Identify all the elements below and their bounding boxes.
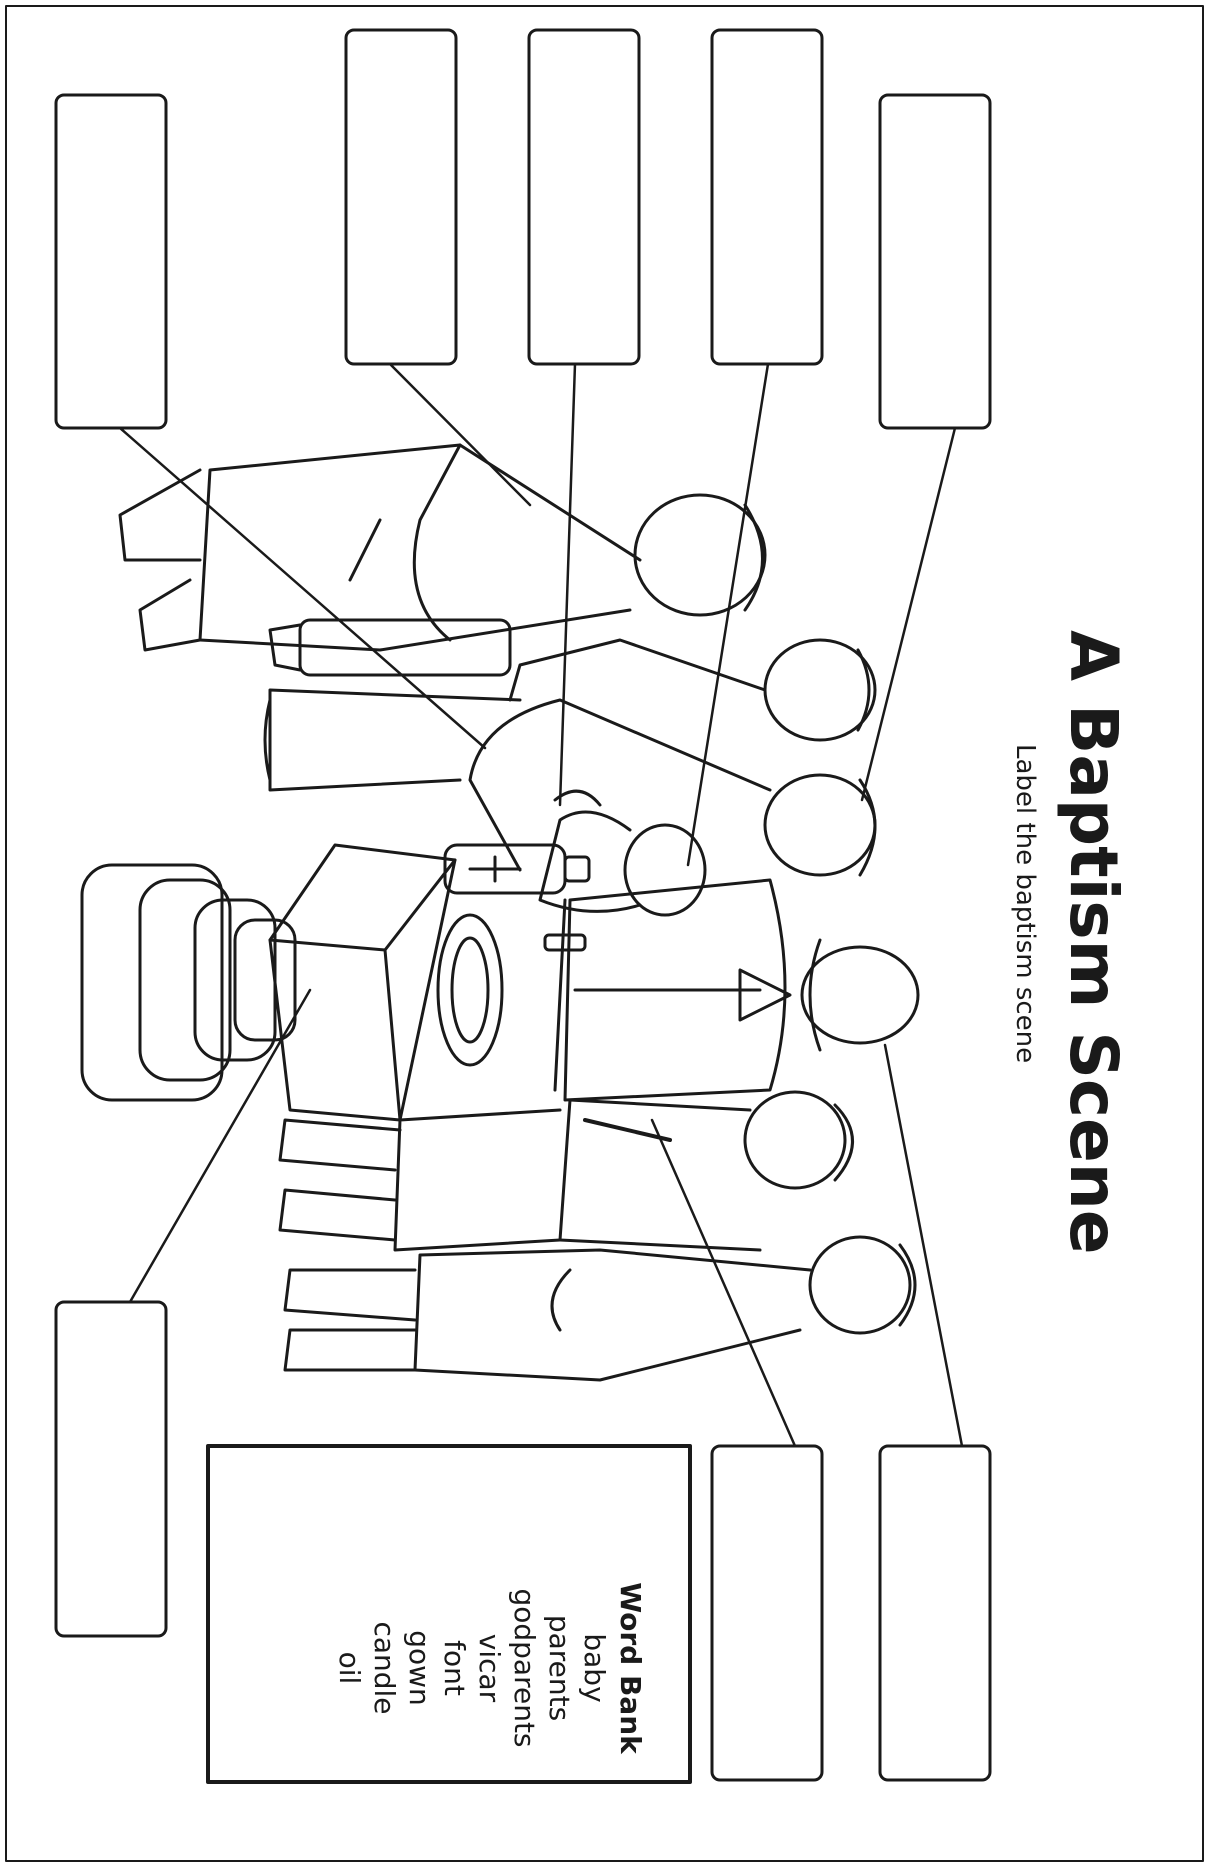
label-box-8[interactable] xyxy=(878,1444,992,1782)
vicar-figure xyxy=(543,878,920,1102)
label-box-3[interactable] xyxy=(527,28,641,366)
page-subtitle: Label the baptism scene xyxy=(1010,744,1040,1064)
page-border xyxy=(5,5,1204,1862)
mother-figure xyxy=(263,688,877,877)
girl-figure xyxy=(283,1235,917,1382)
label-box-6[interactable] xyxy=(54,1300,168,1638)
label-box-1[interactable] xyxy=(54,93,168,430)
label-box-2[interactable] xyxy=(344,28,458,366)
word-bank-item: godparents xyxy=(508,1588,541,1748)
word-bank: Word Bank baby parents godparents vicar … xyxy=(332,1528,648,1808)
father-figure xyxy=(268,618,877,742)
label-box-5[interactable] xyxy=(878,93,992,430)
word-bank-item: gown xyxy=(403,1630,436,1706)
page-title: A Baptism Scene xyxy=(1055,630,1132,1255)
godfather-figure xyxy=(118,443,767,652)
word-bank-item: candle xyxy=(368,1621,401,1715)
label-box-7[interactable] xyxy=(710,1444,824,1782)
word-bank-box xyxy=(206,1444,692,1784)
oil-bottle-illustration xyxy=(443,843,591,895)
word-bank-item: oil xyxy=(333,1651,366,1685)
label-box-4[interactable] xyxy=(710,28,824,366)
word-bank-item: parents xyxy=(543,1614,576,1722)
word-bank-item: baby xyxy=(578,1633,611,1703)
baby-figure xyxy=(538,789,707,917)
word-bank-title: Word Bank xyxy=(614,1582,647,1754)
word-bank-item: vicar xyxy=(473,1633,506,1703)
baptism-font-illustration xyxy=(80,843,504,1122)
godmother-figure xyxy=(278,1090,854,1252)
word-bank-item: font xyxy=(438,1640,471,1696)
leader-lines xyxy=(118,362,964,1448)
